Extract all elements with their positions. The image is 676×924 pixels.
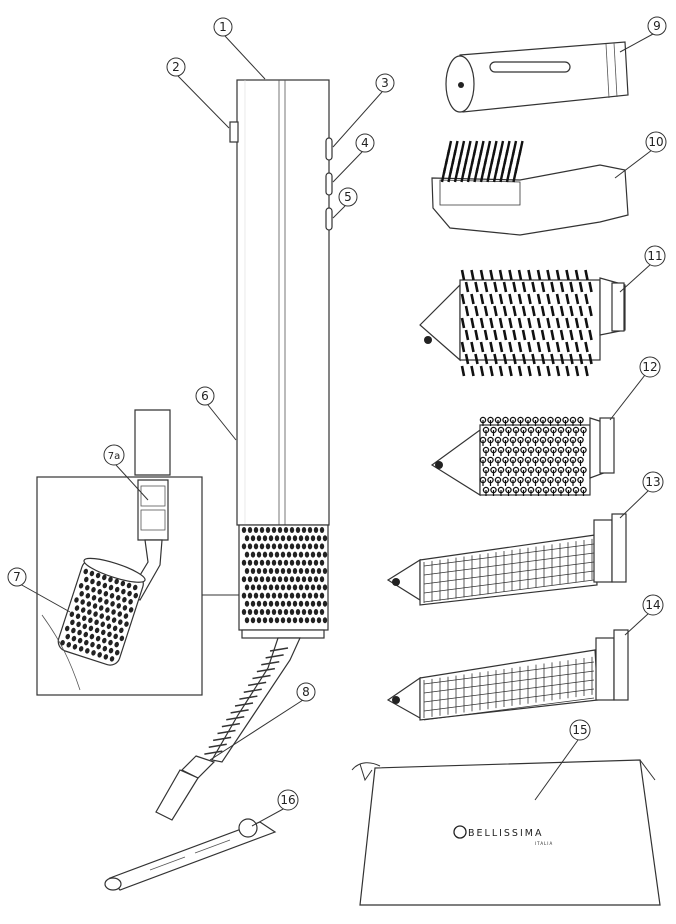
air-inlet-grid (238, 524, 329, 639)
callout-label-13: 13 (645, 475, 660, 489)
callout-label-4: 4 (361, 136, 369, 150)
callout-8: 8 (209, 682, 316, 761)
callout-label-5: 5 (344, 190, 352, 204)
callout-label-9: 9 (653, 19, 661, 33)
callout-label-8: 8 (302, 685, 310, 699)
attachment-10 (431, 140, 629, 236)
storage-bag: BELLISSIMA ITALIA (351, 759, 661, 906)
callout-15: 15 (534, 719, 591, 801)
callout-label-6: 6 (201, 389, 209, 403)
button-4 (325, 172, 333, 196)
callout-label-16: 16 (280, 793, 295, 807)
callout-label-12: 12 (642, 360, 657, 374)
attachment-13 (386, 513, 627, 606)
callout-7a: 7a (103, 444, 149, 501)
callout-4: 4 (332, 133, 375, 183)
handle-body (229, 79, 333, 526)
callout-label-7: 7 (13, 570, 21, 584)
brand-logo: BELLISSIMA (468, 828, 543, 839)
button-5 (325, 207, 333, 231)
callout-11: 11 (619, 245, 666, 293)
callout-5: 5 (332, 187, 358, 219)
brand-sub: ITALIA (535, 841, 553, 846)
callout-9: 9 (619, 16, 667, 53)
callout-6: 6 (195, 386, 237, 441)
callout-label-2: 2 (172, 60, 180, 74)
attachment-14 (386, 629, 629, 721)
callout-16: 16 (251, 789, 299, 827)
callout-7: 7 (7, 567, 71, 613)
callout-12: 12 (609, 356, 661, 421)
side-switch (229, 121, 239, 143)
callout-label-14: 14 (645, 598, 660, 612)
accessory-16 (104, 818, 277, 891)
callout-label-7a: 7a (108, 451, 121, 462)
attachment-11 (419, 269, 626, 377)
callout-13: 13 (619, 471, 664, 519)
callout-10: 10 (614, 131, 667, 179)
callout-label-11: 11 (647, 249, 662, 263)
callout-14: 14 (624, 594, 664, 636)
callout-label-1: 1 (219, 20, 227, 34)
callout-label-10: 10 (648, 135, 663, 149)
filter-inset (36, 409, 239, 696)
button-3 (325, 137, 333, 161)
callout-2: 2 (166, 57, 230, 129)
attachment-9 (445, 41, 629, 113)
callout-1: 1 (213, 17, 266, 80)
callout-3: 3 (332, 73, 395, 148)
power-cable (155, 637, 301, 821)
attachment-12 (430, 416, 615, 497)
callout-label-15: 15 (572, 723, 587, 737)
callout-label-3: 3 (381, 76, 389, 90)
